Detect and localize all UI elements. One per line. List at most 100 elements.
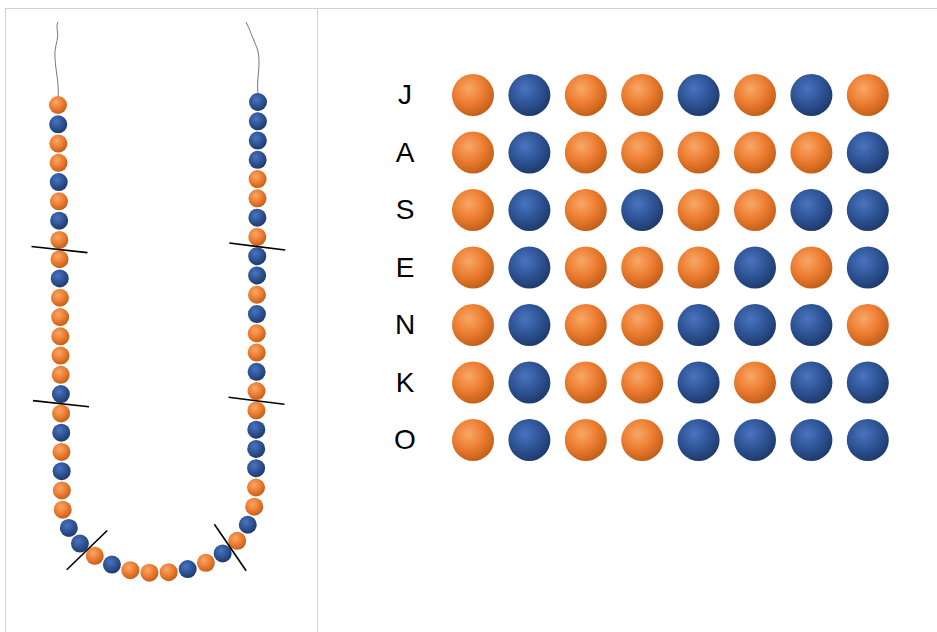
- bit-bead: [734, 304, 776, 346]
- bit-bead: [452, 419, 494, 461]
- string: [55, 22, 58, 98]
- bit-bead: [565, 362, 607, 404]
- bit-bead: [678, 362, 720, 404]
- bead: [239, 516, 257, 534]
- bead: [51, 269, 69, 287]
- bead: [140, 564, 158, 582]
- bit-bead: [734, 74, 776, 116]
- bead: [247, 421, 265, 439]
- bit-bead: [790, 419, 832, 461]
- bead: [49, 96, 67, 114]
- bead: [51, 250, 69, 268]
- bead: [52, 424, 70, 442]
- bit-bead: [565, 247, 607, 289]
- bit-bead: [621, 304, 663, 346]
- bead: [248, 382, 266, 400]
- bead: [248, 209, 266, 227]
- bead: [249, 170, 267, 188]
- bit-bead: [734, 189, 776, 231]
- row-letter: S: [396, 196, 415, 224]
- bead: [51, 308, 69, 326]
- bead: [121, 561, 139, 579]
- bit-bead: [847, 362, 889, 404]
- bead: [52, 404, 70, 422]
- bead: [248, 344, 266, 362]
- bead: [248, 324, 266, 342]
- bead: [50, 173, 68, 191]
- bead: [160, 563, 178, 581]
- bead: [52, 347, 70, 365]
- bit-bead: [452, 304, 494, 346]
- row-letter: J: [398, 81, 412, 109]
- bead: [248, 363, 266, 381]
- bead: [248, 228, 266, 246]
- panel-frame: [318, 9, 937, 632]
- bit-bead: [734, 132, 776, 174]
- bead: [50, 212, 68, 230]
- bead: [52, 443, 70, 461]
- bead: [53, 481, 71, 499]
- bit-bead: [847, 419, 889, 461]
- bit-bead: [565, 189, 607, 231]
- bead: [249, 93, 267, 111]
- bit-bead: [847, 132, 889, 174]
- bead: [248, 247, 266, 265]
- bit-bead: [452, 189, 494, 231]
- bead: [248, 305, 266, 323]
- bit-bead: [790, 132, 832, 174]
- panel-frame: [6, 9, 318, 632]
- bit-bead: [847, 304, 889, 346]
- bit-bead: [790, 362, 832, 404]
- bit-bead: [678, 304, 720, 346]
- bit-bead: [508, 362, 550, 404]
- bead: [52, 366, 70, 384]
- bead: [60, 519, 78, 537]
- bit-bead: [508, 247, 550, 289]
- bit-bead: [565, 304, 607, 346]
- string: [246, 22, 259, 94]
- bead: [247, 440, 265, 458]
- bit-bead: [621, 362, 663, 404]
- bead: [247, 478, 265, 496]
- bit-bead: [621, 132, 663, 174]
- bit-bead: [621, 74, 663, 116]
- bead: [103, 556, 121, 574]
- bit-bead: [508, 74, 550, 116]
- bit-bead: [508, 189, 550, 231]
- bead: [248, 286, 266, 304]
- bit-bead: [790, 247, 832, 289]
- bead: [51, 289, 69, 307]
- bead: [214, 544, 232, 562]
- divider-mark: [31, 246, 87, 252]
- bead: [51, 327, 69, 345]
- bead: [249, 151, 267, 169]
- row-letter: A: [396, 139, 415, 167]
- bead: [52, 385, 70, 403]
- bit-bead: [790, 74, 832, 116]
- divider-mark: [229, 243, 285, 250]
- bit-bead: [508, 304, 550, 346]
- bead: [49, 115, 67, 133]
- bit-bead: [847, 189, 889, 231]
- bit-bead: [678, 132, 720, 174]
- bit-bead: [452, 247, 494, 289]
- bead: [249, 132, 267, 150]
- bit-bead: [621, 247, 663, 289]
- row-letter: N: [395, 311, 415, 339]
- bead: [50, 192, 68, 210]
- row-letter: O: [394, 426, 416, 454]
- bit-bead: [452, 362, 494, 404]
- bit-bead: [734, 362, 776, 404]
- bead: [53, 462, 71, 480]
- divider-mark: [228, 397, 284, 404]
- bead: [50, 231, 68, 249]
- bead: [247, 459, 265, 477]
- bead: [54, 501, 72, 519]
- bead: [249, 189, 267, 207]
- row-letter: K: [396, 369, 415, 397]
- bit-bead: [565, 74, 607, 116]
- bead: [179, 560, 197, 578]
- bead: [49, 135, 67, 153]
- bead: [247, 401, 265, 419]
